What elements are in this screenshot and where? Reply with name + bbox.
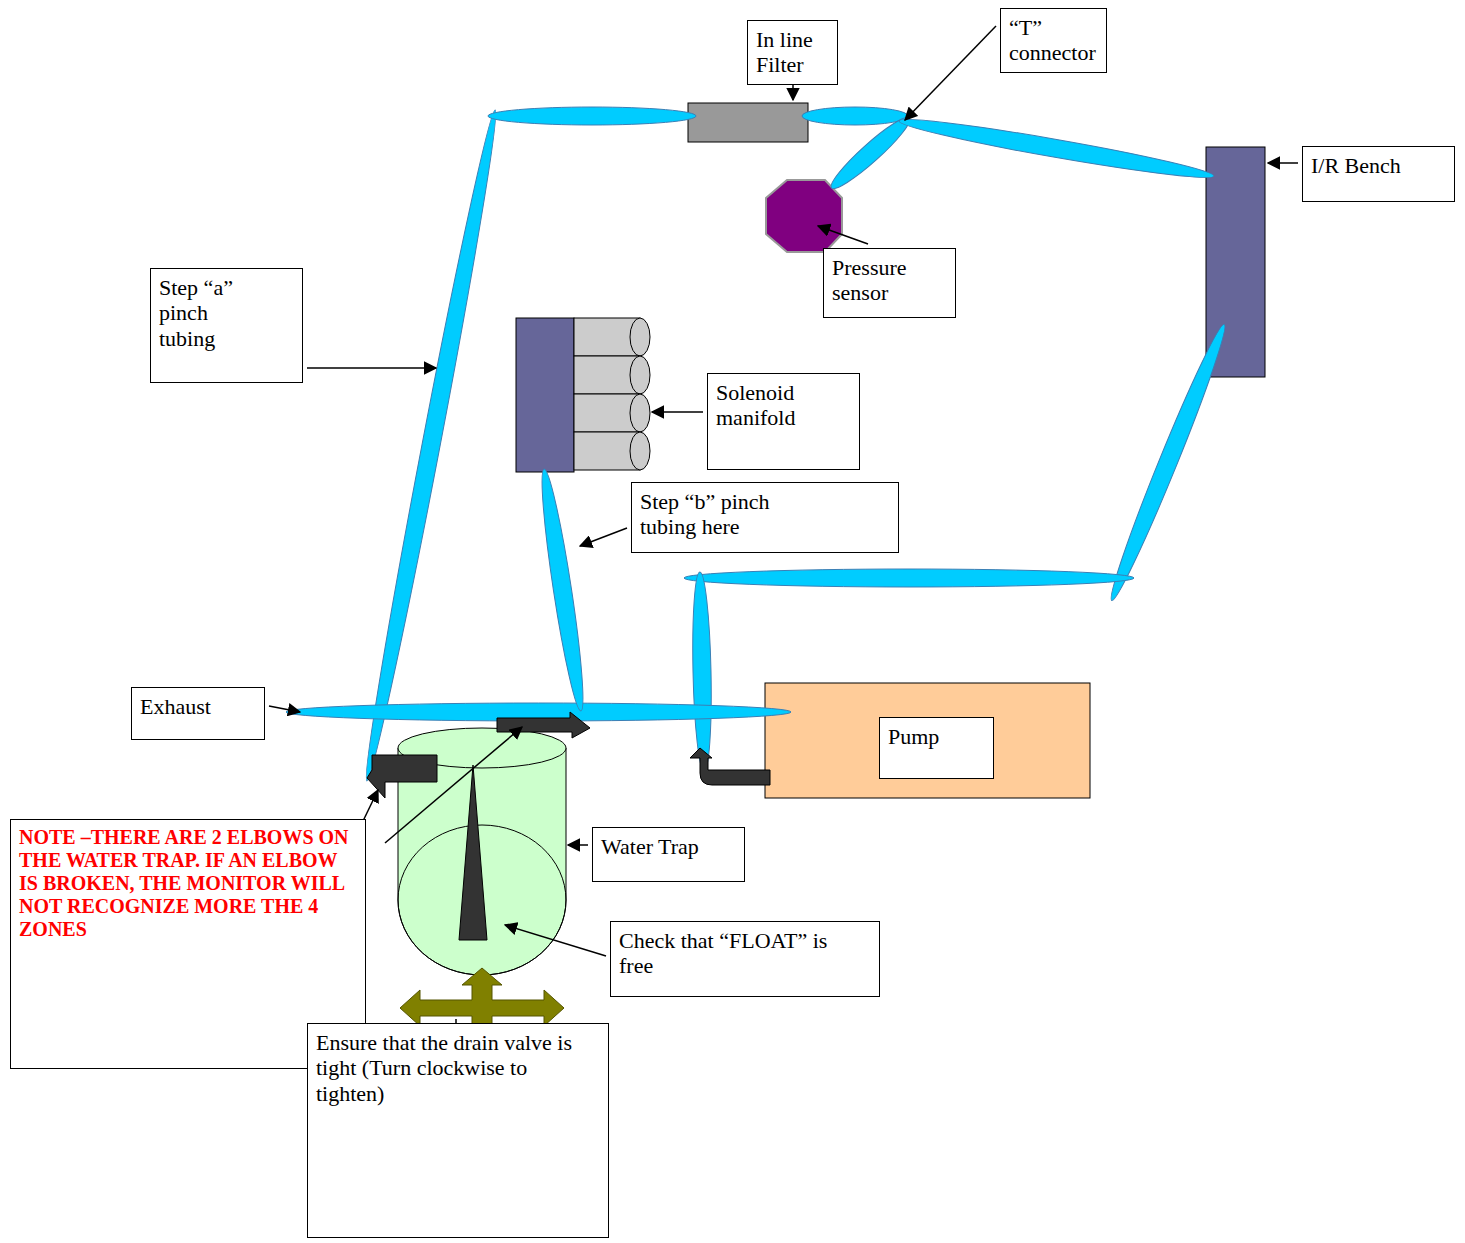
label-box: Pump [879, 717, 994, 779]
label-text: Water Trap [601, 834, 731, 859]
inline-filter [688, 103, 808, 142]
label-box: In line Filter [747, 20, 838, 85]
label-box: Solenoid manifold [707, 373, 860, 470]
solenoid-manifold [516, 318, 650, 472]
label-box: Exhaust [131, 687, 265, 740]
label-box: Pressure sensor [823, 248, 956, 318]
leader-lines [269, 26, 1298, 1040]
label-text: In line Filter [756, 27, 828, 78]
label-text: Pump [888, 724, 978, 749]
tube [358, 108, 504, 782]
tube [535, 468, 590, 713]
label-text: Step “a” pinch tubing [159, 275, 239, 351]
label-text: NOTE –THERE ARE 2 ELBOWS ON THE WATER TR… [19, 826, 349, 941]
label-box: I/R Bench [1302, 146, 1455, 202]
label-text: Ensure that the drain valve is tight (Tu… [316, 1030, 576, 1106]
label-box: Ensure that the drain valve is tight (Tu… [307, 1023, 609, 1238]
pump-elbow [690, 748, 770, 785]
label-text: Step “b” pinch tubing here [640, 489, 810, 540]
tubing [286, 107, 1233, 783]
label-text: Exhaust [140, 694, 250, 719]
pressure-sensor [766, 180, 842, 252]
label-box: Step “b” pinch tubing here [631, 482, 899, 553]
tube [1103, 321, 1232, 604]
tube [684, 569, 1134, 587]
drain-valve [400, 968, 564, 1030]
pump-body [765, 683, 1090, 798]
tube [802, 107, 908, 125]
tube [898, 112, 1216, 185]
label-box: Water Trap [592, 827, 745, 882]
label-text: Solenoid manifold [716, 380, 836, 431]
label-text: Check that “FLOAT” is free [619, 928, 839, 979]
elbow [497, 712, 590, 738]
tube [691, 572, 713, 771]
float [459, 765, 487, 940]
tube [488, 107, 696, 125]
tube [826, 111, 916, 194]
label-text: “T” connector [1009, 15, 1096, 66]
label-box: Check that “FLOAT” is free [610, 921, 880, 997]
label-box: “T” connector [1000, 8, 1107, 73]
label-text: Pressure sensor [832, 255, 932, 306]
label-box: Step “a” pinch tubing [150, 268, 303, 383]
label-text: I/R Bench [1311, 153, 1441, 178]
